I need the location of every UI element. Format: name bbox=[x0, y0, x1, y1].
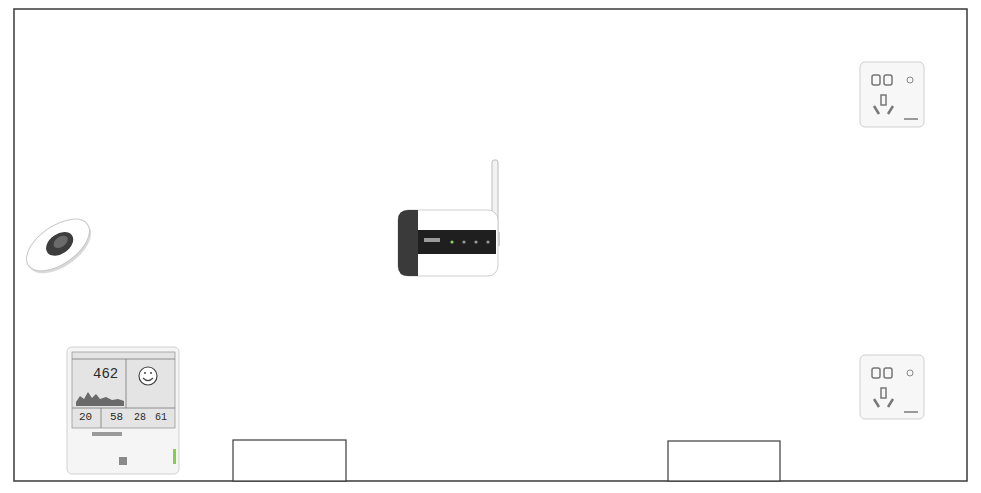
display-reading: 462 bbox=[93, 367, 118, 381]
empty-box bbox=[233, 440, 346, 481]
sensor-device bbox=[67, 347, 179, 474]
frame bbox=[14, 9, 967, 481]
socket-device bbox=[860, 355, 924, 419]
empty-box bbox=[668, 441, 780, 481]
gateway-device bbox=[398, 160, 500, 276]
display-reading: 61 bbox=[155, 413, 167, 423]
display-reading: 58 bbox=[110, 412, 123, 423]
socket-device bbox=[860, 62, 924, 127]
display-reading: 20 bbox=[79, 412, 92, 423]
display-reading: 28 bbox=[134, 413, 146, 423]
button-device bbox=[18, 209, 100, 284]
